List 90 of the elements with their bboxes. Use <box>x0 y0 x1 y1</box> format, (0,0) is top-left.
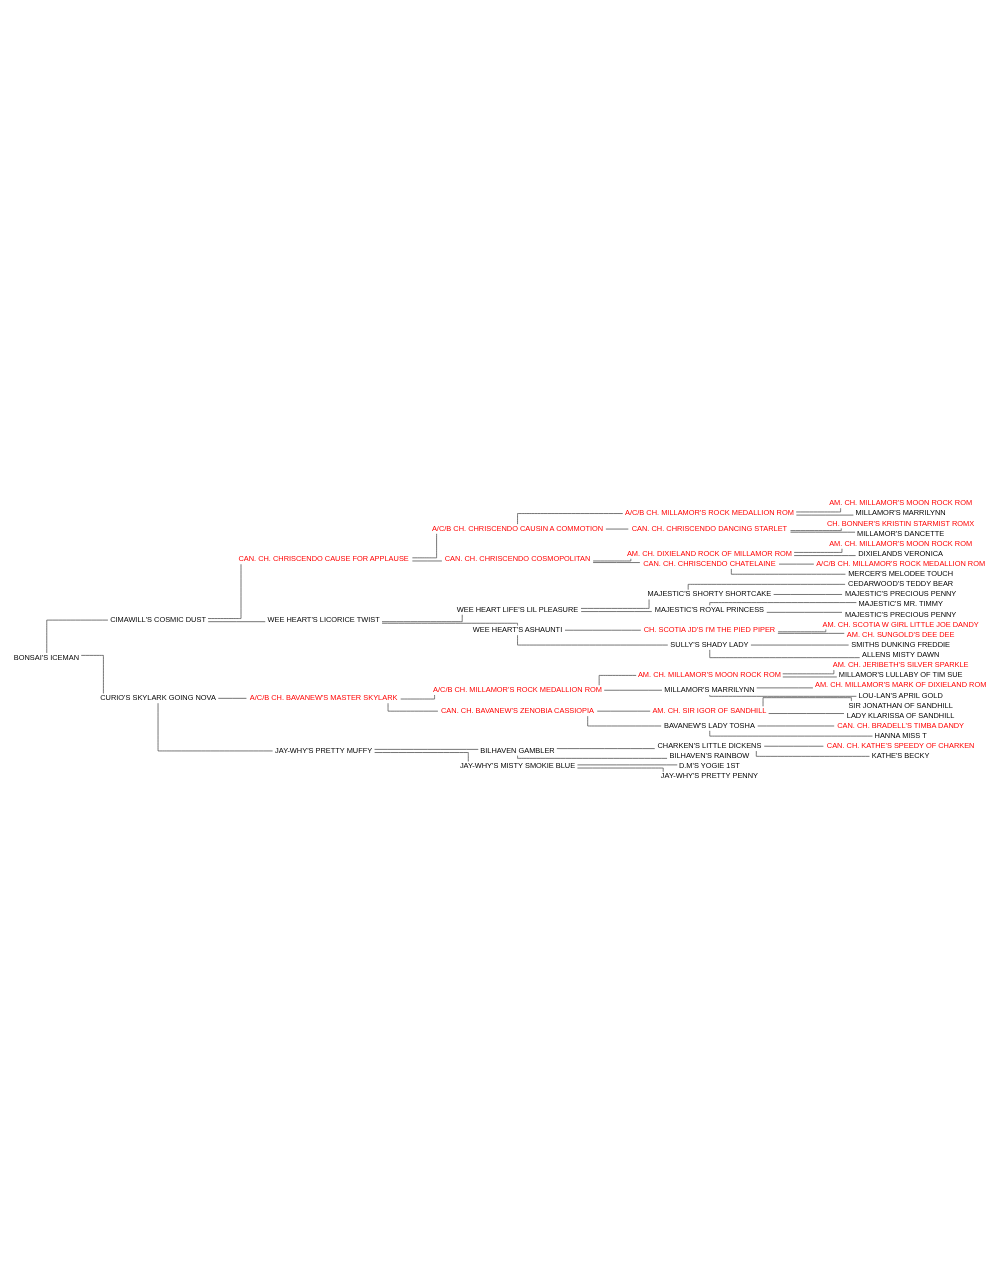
node-text: WEE HEART'S LICORICE TWIST <box>267 614 380 624</box>
node-text: SMITHS DUNKING FREDDIE <box>851 639 951 649</box>
connector <box>381 622 518 626</box>
node-text: MAJESTIC'S PRECIOUS PENNY <box>844 589 957 599</box>
connector <box>592 562 641 563</box>
connector <box>381 614 463 622</box>
node-text: WEE HEART LIFE'S LIL PLEASURE <box>456 604 579 614</box>
connector <box>755 750 870 757</box>
node-text: MERCER'S MELODEE TOUCH <box>848 569 954 579</box>
connector <box>709 694 857 697</box>
node-text: DIXIELANDS VERONICA <box>858 548 944 558</box>
connector <box>773 594 843 595</box>
node-text: CURIO'S SKYLARK GOING NOVA <box>100 693 216 703</box>
node-text: BAVANEW'S LADY TOSHA <box>663 720 755 730</box>
node-text: MAJESTIC'S PRECIOUS PENNY <box>844 609 957 619</box>
connector <box>374 752 469 762</box>
node-text: CAN. CH. KATHE'S SPEEDY OF CHARKEN <box>826 741 975 751</box>
connector <box>762 697 852 707</box>
node-text: JAY-WHY'S PRETTY MUFFY <box>275 745 373 755</box>
node-text: AM. CH. MILLAMOR'S MOON ROCK ROM <box>637 670 781 680</box>
node-text: CH. BONNER'S KRISTIN STARMIST ROMX <box>827 518 975 528</box>
connector <box>795 507 841 513</box>
connector <box>777 633 845 634</box>
node-text: CAN. CH. CHRISCENDO COSMOPOLITAN <box>444 554 591 564</box>
node-text: KATHE'S BECKY <box>871 751 930 761</box>
node-text: AM. CH. JERIBETH'S SILVER SPARKLE <box>832 660 969 670</box>
node-text: ALLENS MISTY DAWN <box>861 650 940 660</box>
connector <box>687 584 846 590</box>
connector <box>777 629 827 633</box>
connector <box>556 748 656 749</box>
connector <box>790 531 856 533</box>
connector <box>709 602 857 606</box>
connector <box>598 675 637 686</box>
node-text: AM. CH. MILLAMOR'S MOON ROCK ROM <box>829 538 973 548</box>
node-text: CAN. CH. BRADELL'S TIMBA DANDY <box>837 720 965 730</box>
node-text: BILHAVEN GAMBLER <box>480 745 555 755</box>
node-text: AM. CH. MILLAMOR'S MOON ROCK ROM <box>829 498 973 508</box>
connector <box>517 755 668 759</box>
connector <box>400 694 435 700</box>
node-text: MILLAMOR'S MARRILYNN <box>664 685 755 695</box>
connector <box>412 533 437 559</box>
connector <box>580 599 650 609</box>
node-text: CIMAWILL'S COSMIC DUST <box>110 614 206 624</box>
connector <box>207 563 242 619</box>
node-text: CH. SCOTIA JD'S I'M THE PIED PIPER <box>643 625 776 635</box>
connector <box>793 548 843 553</box>
node-text: AM. CH. SCOTIA W GIRL LITTLE JOE DANDY <box>822 619 979 629</box>
node-text: JAY-WHY'S PRETTY PENNY <box>660 771 759 781</box>
node-text: A/C/B CH. MILLAMOR'S ROCK MEDALLION ROM <box>624 508 794 518</box>
connector <box>768 713 845 714</box>
connector <box>793 555 856 556</box>
node-text: BILHAVEN'S RAINBOW <box>669 751 750 761</box>
node-text: CAN. CH. CHRISCENDO DANCING STARLET <box>631 523 788 533</box>
node-text: CEDARWOOD'S TEDDY BEAR <box>848 579 954 589</box>
connector <box>580 611 653 612</box>
connector <box>592 558 632 562</box>
connector <box>766 612 843 613</box>
connector <box>374 749 479 750</box>
node-text: MILLAMOR'S LULLABY OF TIM SUE <box>838 670 963 680</box>
node-text: CAN. CH. BAVANEW'S ZENOBIA CASSIOPIA <box>441 706 595 716</box>
node-text: A/C/B CH. MILLAMOR'S ROCK MEDALLION ROM <box>816 559 986 569</box>
node-text: CHARKEN'S LITTLE DICKENS <box>657 741 762 751</box>
node-text: MAJESTIC'S SHORTY SHORTCAKE <box>647 589 772 599</box>
node-text: A/C/B CH. BAVANEW'S MASTER SKYLARK <box>249 693 398 703</box>
node-text: CAN. CH. CHRISCENDO CHATELAINE <box>643 559 776 569</box>
node-text: LOU-LAN'S APRIL GOLD <box>858 690 943 700</box>
node-text: MAJESTIC'S MR. TIMMY <box>858 599 943 609</box>
node-text: AM. CH. SUNGOLD'S DEE DEE <box>846 629 955 639</box>
connector <box>80 655 104 694</box>
node-text: AM. CH. SIR IGOR OF SANDHILL <box>652 706 767 716</box>
node-text: WEE HEART'S ASHAUNTI <box>472 625 563 635</box>
node-text: A/C/B CH. CHRISCENDO CAUSIN A COMMOTION <box>431 523 604 533</box>
node-text: D.M'S YOGIE 1ST <box>678 761 740 771</box>
connector <box>782 669 835 675</box>
node-text: AM. CH. DIXIELAND ROCK OF MILLAMOR ROM <box>626 548 792 558</box>
node-text: A/C/B CH. MILLAMOR'S ROCK MEDALLION ROM <box>433 685 602 695</box>
node-text: SIR JONATHAN OF SANDHILL <box>848 700 953 710</box>
node-text: AM. CH. MILLAMOR'S MARK OF DIXIELAND ROM <box>814 680 987 690</box>
node-text: MILLAMOR'S DANCETTE <box>857 528 945 538</box>
node-text: CAN. CH. CHRISCENDO CAUSE FOR APPLAUSE <box>238 554 409 564</box>
connector <box>517 634 669 646</box>
node-text: JAY-WHY'S MISTY SMOKIE BLUE <box>459 761 576 771</box>
node-text: MILLAMOR'S MARRILYNN <box>855 508 946 518</box>
node-text: SULLY'S SHADY LADY <box>670 639 749 649</box>
connector <box>790 528 842 531</box>
node-text: LADY KLARISSA OF SANDHILL <box>846 710 955 720</box>
connector <box>731 568 846 575</box>
node-text: MAJESTIC'S ROYAL PRINCESS <box>654 604 765 614</box>
node-text: BONSAI'S ICEMAN <box>13 652 80 662</box>
node-text: HANNA MISS T <box>874 731 927 740</box>
